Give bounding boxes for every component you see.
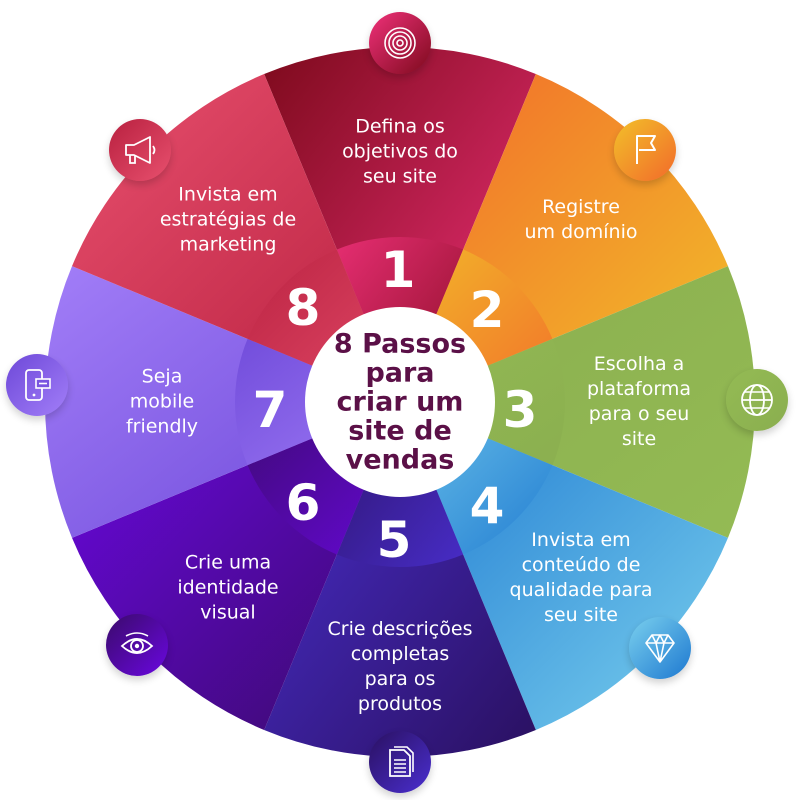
center-title: 8 Passos para criar um site de vendas <box>333 328 467 476</box>
globe-badge <box>726 369 788 431</box>
globe-icon <box>741 384 773 416</box>
eye-badge <box>106 614 168 676</box>
diamond-icon <box>645 634 675 663</box>
step-label-4: Invista em conteúdo de qualidade para se… <box>509 529 653 626</box>
sector-step-1 <box>264 47 536 402</box>
step-label-2: Registre um domínio <box>524 196 638 243</box>
document-badge <box>369 731 431 793</box>
step-label-1: Defina os objetivos do seu site <box>342 115 458 188</box>
step-number-6: 6 <box>285 474 321 532</box>
step-number-4: 4 <box>469 477 505 535</box>
step-label-7: Seja mobile friendly <box>125 365 199 438</box>
flag-badge <box>614 119 676 181</box>
step-number-5: 5 <box>376 511 412 569</box>
mobile-icon <box>25 369 51 401</box>
center-circle <box>305 307 495 497</box>
sector-step-7 <box>45 266 401 538</box>
target-badge <box>369 12 431 74</box>
megaphone-badge <box>109 119 171 181</box>
step-label-8: Invista em estratégias de marketing <box>159 183 297 256</box>
step-label-3: Escolha a plataforma para o seu site <box>586 353 692 450</box>
mobile-badge <box>6 354 68 416</box>
target-icon <box>384 27 416 59</box>
document-icon <box>389 746 414 777</box>
sector-step-3 <box>400 266 755 538</box>
step-number-1: 1 <box>380 241 416 299</box>
megaphone-icon <box>125 136 156 164</box>
step-label-5: Crie descrições completas para os produt… <box>327 618 473 715</box>
sector-step-5 <box>264 402 536 757</box>
step-number-2: 2 <box>469 281 505 339</box>
diamond-badge <box>629 617 691 679</box>
step-number-7: 7 <box>252 381 288 439</box>
step-number-3: 3 <box>502 381 538 439</box>
step-label-6: Crie uma identidade visual <box>177 551 279 624</box>
flag-icon <box>636 135 656 164</box>
eye-icon <box>120 632 154 654</box>
step-number-8: 8 <box>285 279 321 337</box>
